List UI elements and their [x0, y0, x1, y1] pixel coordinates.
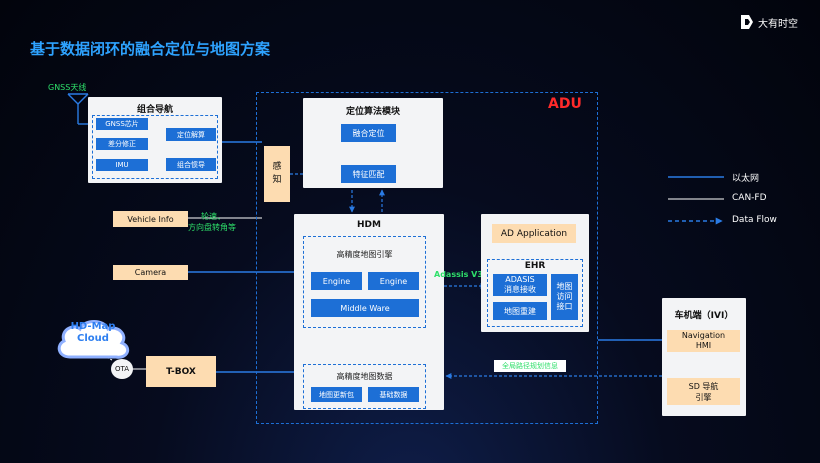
hd-map-cloud-line1: HD-Map — [70, 321, 116, 332]
integrated-inertial-block: 组合惯导 — [166, 158, 216, 171]
diff-correction-block: 差分修正 — [96, 138, 148, 150]
map-access-line2: 访问 — [556, 292, 573, 301]
hdm-data-group-title: 高精度地图数据 — [336, 372, 393, 381]
map-rebuild-block: 地图重建 — [493, 302, 547, 320]
page-title: 基于数据闭环的融合定位与地图方案 — [30, 40, 271, 58]
hd-map-cloud-line2: Cloud — [77, 333, 109, 344]
hdm-engine-group: 高精度地图引擎 — [303, 236, 426, 328]
vehicle-info-box: Vehicle Info — [113, 211, 188, 227]
engine-block-1: Engine — [311, 272, 362, 290]
map-update-package-block: 地图更新包 — [311, 387, 362, 402]
hdm-title: HDM — [357, 220, 381, 230]
ad-application-box: AD Application — [492, 224, 576, 243]
engine-block-2: Engine — [368, 272, 419, 290]
adasis-link-label: Adassis V3 — [434, 270, 483, 279]
feature-matching-block: 特征匹配 — [341, 165, 396, 183]
route-info-label: 全局路径规划信息 — [494, 360, 566, 372]
camera-box: Camera — [113, 265, 188, 280]
gnss-antenna-icon — [67, 93, 90, 125]
hd-map-cloud-label: HD-Map Cloud — [52, 321, 134, 345]
legend-ethernet-label: 以太网 — [732, 174, 760, 184]
adasis-receive-line1: ADASIS — [505, 275, 535, 284]
gnss-chip-block: GNSS芯片 — [96, 118, 148, 130]
gnss-antenna-label: GNSS天线 — [48, 83, 87, 92]
adasis-receive-block: ADASIS 消息接收 — [493, 274, 547, 296]
ehr-group: EHR — [487, 259, 583, 327]
vehicle-info-annotation-1: 轮速、 — [201, 212, 225, 221]
brand-logo-icon — [741, 15, 753, 29]
perception-line2: 知 — [272, 175, 282, 185]
perception-line1: 感 — [272, 162, 282, 172]
tbox-box: T-BOX — [146, 356, 216, 387]
map-access-line1: 地图 — [556, 282, 573, 291]
hdm-engine-group-title: 高精度地图引擎 — [336, 250, 393, 259]
navigation-hmi-line1: Navigation — [681, 331, 726, 340]
ehr-title: EHR — [524, 261, 546, 271]
hdm-data-group: 高精度地图数据 — [303, 364, 426, 409]
navigation-hmi-line2: HMI — [695, 341, 712, 350]
perception-box: 感 知 — [264, 146, 290, 202]
middleware-block: Middle Ware — [311, 299, 419, 317]
map-access-line3: 接口 — [556, 302, 573, 311]
navigation-hmi-box: Navigation HMI — [667, 330, 740, 352]
localization-module-title: 定位算法模块 — [345, 107, 400, 117]
sd-nav-engine-line2: 引擎 — [695, 392, 712, 402]
brand-logo: 大有时空 — [740, 14, 798, 30]
position-solve-block: 定位解算 — [166, 128, 216, 141]
integrated-nav-inner-frame — [92, 115, 218, 179]
fusion-positioning-block: 融合定位 — [341, 124, 396, 142]
vehicle-info-annotation-2: 方向盘转角等 — [188, 223, 236, 232]
adasis-receive-line2: 消息接收 — [504, 285, 536, 294]
legend-dataflow-label: Data Flow — [732, 215, 777, 225]
adu-label: ADU — [548, 96, 582, 112]
base-data-block: 基础数据 — [368, 387, 419, 402]
integrated-nav-title: 组合导航 — [136, 105, 173, 115]
ivi-title: 车机端（IVI） — [674, 311, 734, 321]
ota-badge: OTA — [111, 359, 133, 379]
sd-nav-engine-box: SD 导航 引擎 — [667, 378, 740, 405]
cloud-icon — [57, 320, 130, 359]
adu-frame — [256, 92, 598, 424]
brand-name: 大有时空 — [758, 18, 798, 30]
legend-canfd-label: CAN-FD — [732, 193, 767, 203]
map-access-interface-block: 地图 访问 接口 — [551, 274, 578, 320]
sd-nav-engine-line1: SD 导航 — [688, 381, 719, 391]
imu-block: IMU — [96, 159, 148, 171]
